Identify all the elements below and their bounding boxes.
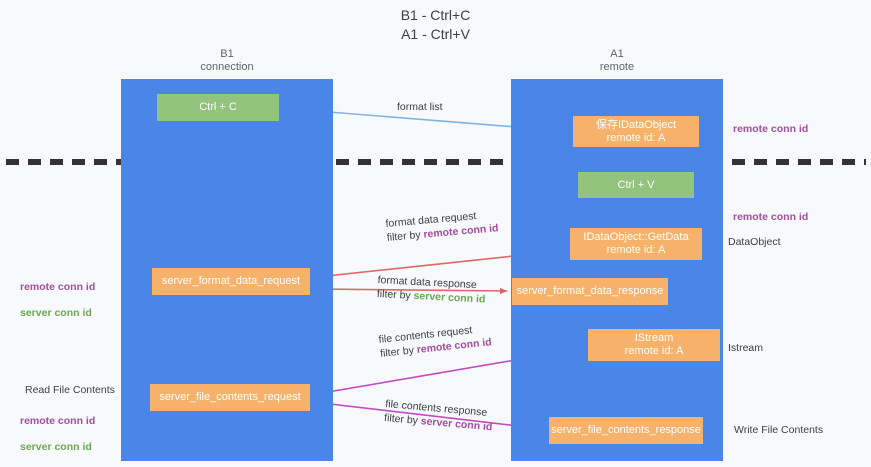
filter-prefix: filter by (386, 228, 424, 244)
box-istream[interactable]: IStream remote id: A (588, 329, 720, 361)
annotation-left-conn-ids-mid: remote conn id server conn id (20, 268, 95, 333)
box-ctrl-v[interactable]: Ctrl + V (578, 172, 694, 198)
annotation-left-conn-ids-low: remote conn id server conn id (20, 402, 95, 467)
annotation-dataobject: DataObject (728, 236, 781, 248)
lane-header-a1: A1 remote (599, 48, 635, 73)
box-server-file-contents-request[interactable]: server_file_contents_request (150, 384, 310, 411)
edge-label-format-data-response: format data response filter by server co… (377, 273, 487, 307)
filter-prefix: filter by (383, 411, 422, 428)
box-ctrl-c[interactable]: Ctrl + C (157, 94, 279, 121)
annotation-remote-conn-id: remote conn id (20, 415, 96, 427)
edge-label-format-list: format list (397, 101, 443, 113)
box-server-format-data-response[interactable]: server_format_data_response (512, 278, 668, 305)
arrow-format-data-response (312, 287, 508, 295)
filter-prefix: filter by (379, 344, 418, 360)
box-server-file-contents-response[interactable]: server_file_contents_response (549, 417, 703, 444)
box-idataobject-store[interactable]: 保存IDataObject remote id: A (573, 116, 699, 147)
annotation-remote-conn-id: remote conn id (20, 281, 96, 293)
arrow-file-contents-response (312, 401, 545, 432)
annotation-write-file-contents: Write File Contents (734, 424, 824, 436)
annotation-read-file-contents: Read File Contents (25, 384, 115, 396)
annotation-server-conn-id: server conn id (20, 307, 92, 319)
annotation-remote-conn-id-mid: remote conn id (733, 211, 809, 223)
annotation-server-conn-id: server conn id (20, 441, 92, 453)
box-idataobject-getdata[interactable]: IDataObject::GetData remote id: A (570, 228, 702, 260)
diagram-title: B1 - Ctrl+C A1 - Ctrl+V (400, 7, 471, 42)
box-server-format-data-request[interactable]: server_format_data_request (152, 268, 310, 295)
annotation-remote-conn-id-top: remote conn id (733, 123, 809, 135)
filter-prefix: filter by (376, 287, 414, 302)
lane-header-b1: B1 connection (200, 48, 254, 73)
filter-key-server-conn-id: server conn id (413, 289, 486, 306)
annotation-istream: Istream (728, 342, 764, 354)
